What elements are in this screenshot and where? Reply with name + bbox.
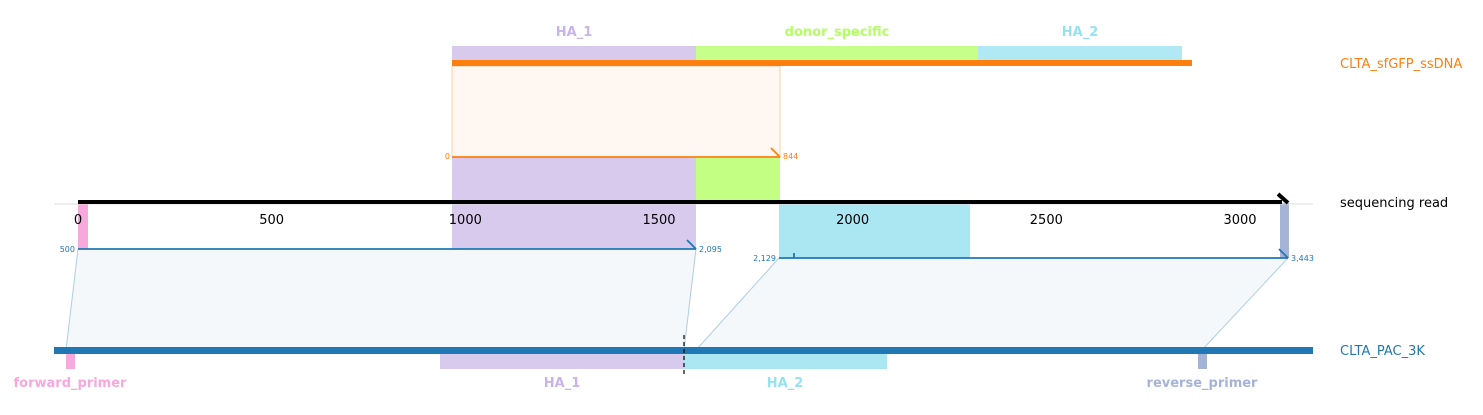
genome-alignment-right-arrow-head xyxy=(1278,248,1289,259)
read-projected-donor-specific xyxy=(696,157,780,203)
donor-feature-ha1-block xyxy=(452,46,696,62)
genome-alignment-band-left xyxy=(65,248,697,351)
donor-alignment-arrow-head xyxy=(770,147,781,158)
read-projected-forward-primer xyxy=(78,203,88,249)
genome-feature-reverse-primer-block xyxy=(1198,353,1207,369)
donor-track-name: CLTA_sfGFP_ssDNA xyxy=(1340,57,1462,72)
donor-alignment-band xyxy=(451,65,781,158)
donor-feature-donor-specific-label: donor_specific xyxy=(785,25,890,40)
donor-alignment-end-label: 844 xyxy=(783,152,798,161)
genome-feature-forward-primer-label: forward_primer xyxy=(14,376,128,391)
genome-alignment-right-end-label: 3,443 xyxy=(1291,254,1314,263)
read-axis-tick-label: 3000 xyxy=(1223,213,1256,228)
donor-feature-ha2-label: HA_2 xyxy=(1062,25,1099,40)
genome-feature-ha1-block xyxy=(440,353,684,369)
read-axis-ticks: 0 500 1000 1500 2000 2500 3000 xyxy=(74,213,1257,228)
genome-feature-forward-primer-block xyxy=(66,353,75,369)
genome-feature-ha2-label: HA_2 xyxy=(767,376,804,391)
genome-feature-ha1-label: HA_1 xyxy=(544,376,581,391)
donor-feature-ha1-label: HA_1 xyxy=(556,25,593,40)
genome-alignment-left-start-label: 500 xyxy=(60,245,75,254)
read-axis-tick-label: 2000 xyxy=(836,213,869,228)
read-axis-tick-label: 1000 xyxy=(449,213,482,228)
genome-alignment-left-arrow-head xyxy=(686,239,697,250)
donor-track-line xyxy=(452,60,1192,66)
donor-feature-ha2-block xyxy=(978,46,1182,62)
genome-feature-ha2-block xyxy=(684,353,887,369)
read-axis-tick-label: 0 xyxy=(74,213,82,228)
donor-alignment-start-label: 0 xyxy=(445,152,450,161)
genome-alignment-right-start-label: 2,129 xyxy=(753,254,776,263)
read-track-arrow-head xyxy=(1276,192,1290,205)
read-projected-ha1-donor xyxy=(452,157,696,203)
read-projected-ha1-genome xyxy=(452,203,696,249)
read-track-name: sequencing read xyxy=(1340,196,1448,211)
read-projected-reverse-primer xyxy=(1280,203,1289,258)
genome-alignment-left-end-label: 2,095 xyxy=(699,245,722,254)
genome-track-name: CLTA_PAC_3K xyxy=(1340,344,1425,359)
genome-alignment-band-right xyxy=(694,257,1290,351)
read-projected-ha2 xyxy=(779,203,970,258)
genome-feature-reverse-primer-label: reverse_primer xyxy=(1147,376,1259,391)
donor-feature-donor-specific-block xyxy=(696,46,978,62)
read-axis-tick-label: 500 xyxy=(259,213,284,228)
read-axis-tick-label: 1500 xyxy=(642,213,675,228)
read-axis-tick-label: 2500 xyxy=(1030,213,1063,228)
